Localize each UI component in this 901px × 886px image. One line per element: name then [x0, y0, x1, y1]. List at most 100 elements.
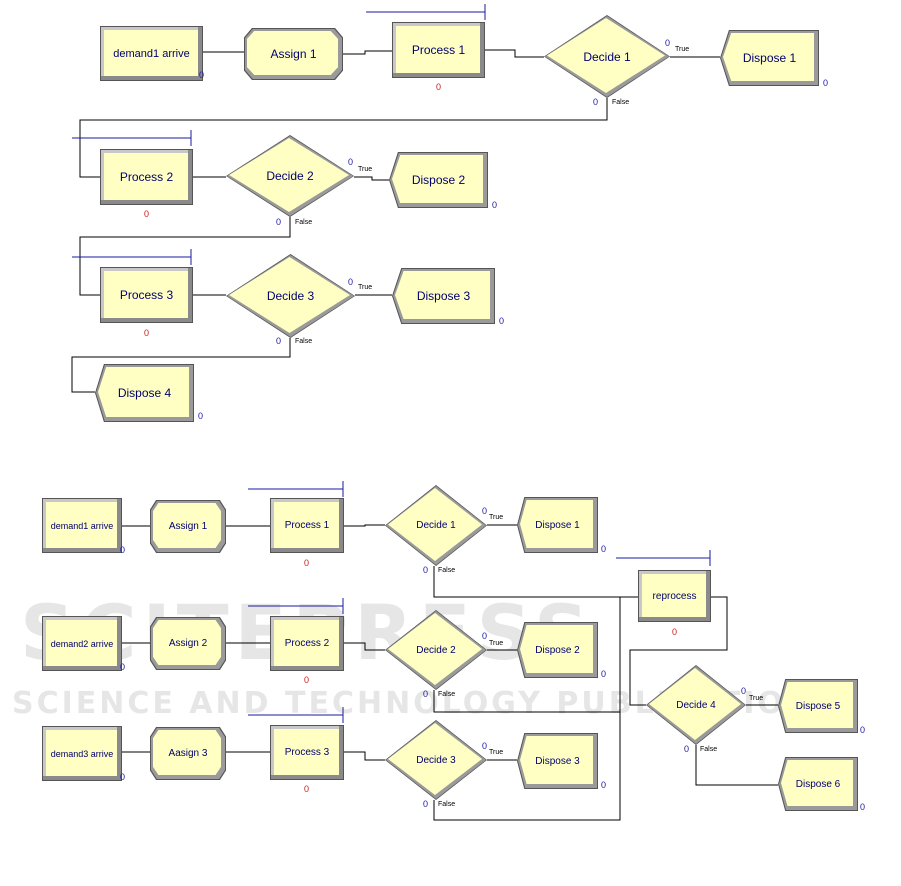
- module-count: 0: [823, 78, 829, 88]
- queue-line: [616, 550, 711, 566]
- dispose-module-5[interactable]: Dispose 5: [778, 679, 858, 733]
- true-branch-label: True: [358, 284, 373, 291]
- module-label: Process 1: [411, 43, 466, 57]
- dispose-module-6[interactable]: Dispose 6: [778, 757, 858, 811]
- dispose-module-3[interactable]: Dispose 3: [517, 733, 598, 789]
- module-label: Assign 2: [168, 638, 208, 649]
- assign-module-1[interactable]: Assign 1: [244, 28, 343, 80]
- module-label: demand1 arrive: [113, 47, 190, 60]
- false-branch-label: False: [295, 338, 313, 345]
- connector: [344, 524, 385, 527]
- process-module-reprocess[interactable]: reprocess: [638, 570, 711, 622]
- module-label: Dispose 1: [742, 51, 797, 65]
- connector: [344, 642, 385, 651]
- module-label: Process 2: [284, 638, 330, 649]
- decide-false-count: 0: [593, 97, 599, 107]
- module-count: 0: [601, 669, 607, 679]
- decide-true-count: 0: [665, 38, 671, 48]
- connector: [433, 597, 621, 821]
- module-label: Decide 3: [266, 289, 315, 303]
- assign-module-1[interactable]: Assign 1: [150, 500, 226, 553]
- module-label: Dispose 3: [535, 755, 580, 767]
- module-label: Aasign 3: [168, 748, 208, 759]
- module-label: demand1 arrive: [50, 520, 114, 531]
- true-branch-label: True: [489, 640, 504, 647]
- module-label: Decide 2: [266, 169, 314, 183]
- queue-line: [72, 130, 192, 146]
- queue-line: [248, 481, 344, 497]
- process-module-3[interactable]: Process 3: [270, 725, 344, 780]
- true-branch-label: True: [489, 514, 504, 521]
- module-count: 0: [120, 662, 126, 672]
- module-label: Dispose 2: [535, 644, 580, 656]
- false-branch-label: False: [612, 99, 630, 106]
- process-module-1[interactable]: Process 1: [270, 498, 344, 553]
- queue-line: [72, 249, 192, 265]
- process-module-2[interactable]: Process 2: [270, 616, 344, 671]
- module-label: Decide 4: [676, 699, 716, 711]
- module-label: demand3 arrive: [50, 748, 114, 759]
- module-label: reprocess: [652, 590, 697, 602]
- module-count: 0: [304, 558, 310, 568]
- module-label: demand2 arrive: [50, 638, 114, 649]
- connector: [354, 176, 389, 181]
- module-count: 0: [601, 544, 607, 554]
- queue-line: [248, 707, 344, 723]
- create-module-demand3[interactable]: demand3 arrive: [42, 726, 122, 781]
- assign-module-3[interactable]: Aasign 3: [150, 727, 226, 780]
- connector: [344, 751, 385, 761]
- connector: [695, 745, 778, 786]
- decide-true-count: 0: [482, 631, 488, 641]
- create-module-demand1[interactable]: demand1 arrive: [100, 26, 203, 81]
- dispose-module-1[interactable]: Dispose 1: [720, 30, 819, 86]
- dispose-module-2[interactable]: Dispose 2: [389, 152, 488, 208]
- false-branch-label: False: [295, 219, 313, 226]
- connector: [433, 690, 620, 713]
- create-module-demand1[interactable]: demand1 arrive: [42, 498, 122, 553]
- queue-line: [248, 598, 344, 614]
- connector: [485, 49, 544, 58]
- module-count: 0: [436, 82, 442, 92]
- decide-false-count: 0: [276, 336, 282, 346]
- false-branch-label: False: [438, 691, 456, 698]
- module-count: 0: [672, 627, 678, 637]
- module-label: Dispose 6: [795, 778, 841, 790]
- decide-true-count: 0: [741, 686, 747, 696]
- module-count: 0: [860, 802, 866, 812]
- connector: [79, 217, 291, 296]
- module-label: Decide 1: [583, 49, 631, 64]
- module-label: Dispose 4: [117, 386, 172, 400]
- process-module-3[interactable]: Process 3: [100, 267, 193, 323]
- module-label: Process 1: [284, 520, 330, 531]
- module-label: Process 2: [119, 170, 174, 184]
- dispose-module-4[interactable]: Dispose 4: [95, 364, 194, 422]
- dispose-module-3[interactable]: Dispose 3: [392, 268, 495, 324]
- module-label: Process 3: [119, 288, 174, 302]
- module-count: 0: [499, 316, 505, 326]
- decide-true-count: 0: [348, 277, 354, 287]
- false-branch-label: False: [438, 801, 456, 808]
- dispose-module-1[interactable]: Dispose 1: [517, 497, 598, 553]
- module-label: Dispose 5: [795, 700, 841, 712]
- connector: [629, 596, 728, 706]
- module-label: Assign 1: [270, 47, 317, 61]
- connector: [79, 98, 608, 178]
- module-count: 0: [304, 784, 310, 794]
- module-count: 0: [198, 411, 204, 421]
- process-module-2[interactable]: Process 2: [100, 149, 193, 205]
- dispose-module-2[interactable]: Dispose 2: [517, 622, 598, 678]
- queue-line: [366, 4, 486, 20]
- module-label: Assign 1: [168, 521, 208, 532]
- connector: [71, 338, 291, 393]
- create-module-demand2[interactable]: demand2 arrive: [42, 616, 122, 671]
- module-label: Dispose 2: [411, 173, 466, 187]
- module-count: 0: [860, 725, 866, 735]
- module-count: 0: [601, 780, 607, 790]
- decide-false-count: 0: [423, 565, 429, 575]
- process-module-1[interactable]: Process 1: [392, 22, 485, 78]
- false-branch-label: False: [700, 746, 718, 753]
- assign-module-2[interactable]: Assign 2: [150, 617, 226, 670]
- true-branch-label: True: [358, 166, 373, 173]
